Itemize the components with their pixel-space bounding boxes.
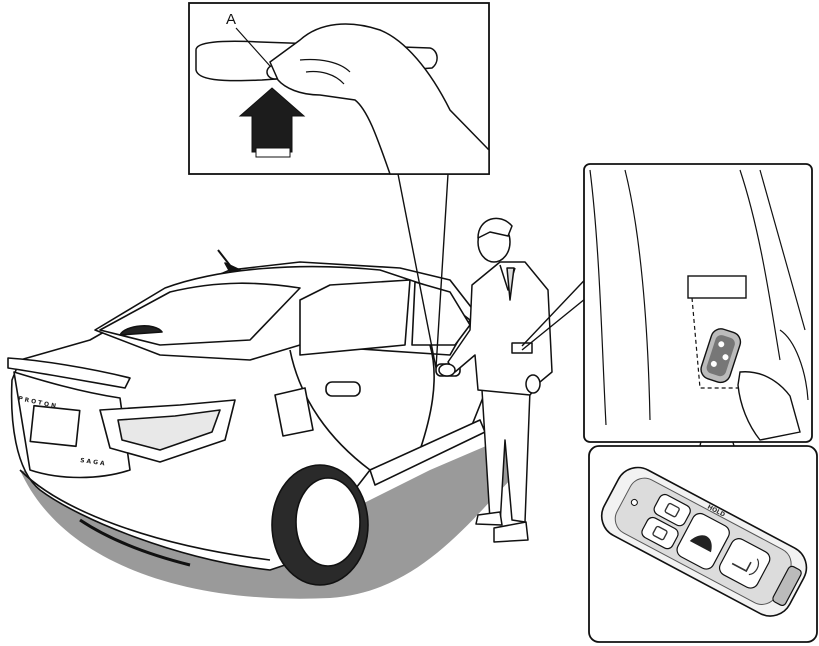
callout-panel-pocket	[584, 164, 812, 442]
label-a: A	[226, 11, 236, 28]
callout-panel-door-handle: A	[189, 3, 489, 174]
callout-panel-key-fob: HOLD	[589, 446, 817, 642]
rear-side-window	[300, 280, 410, 355]
pocket-flap	[688, 276, 746, 298]
license-plate	[30, 406, 80, 447]
person-hand-left	[526, 375, 540, 393]
person-hand	[439, 364, 455, 376]
rear-rim	[296, 478, 360, 566]
person-shoe-left	[476, 512, 502, 525]
rear-door-handle	[326, 382, 360, 396]
person-trousers	[482, 390, 530, 525]
